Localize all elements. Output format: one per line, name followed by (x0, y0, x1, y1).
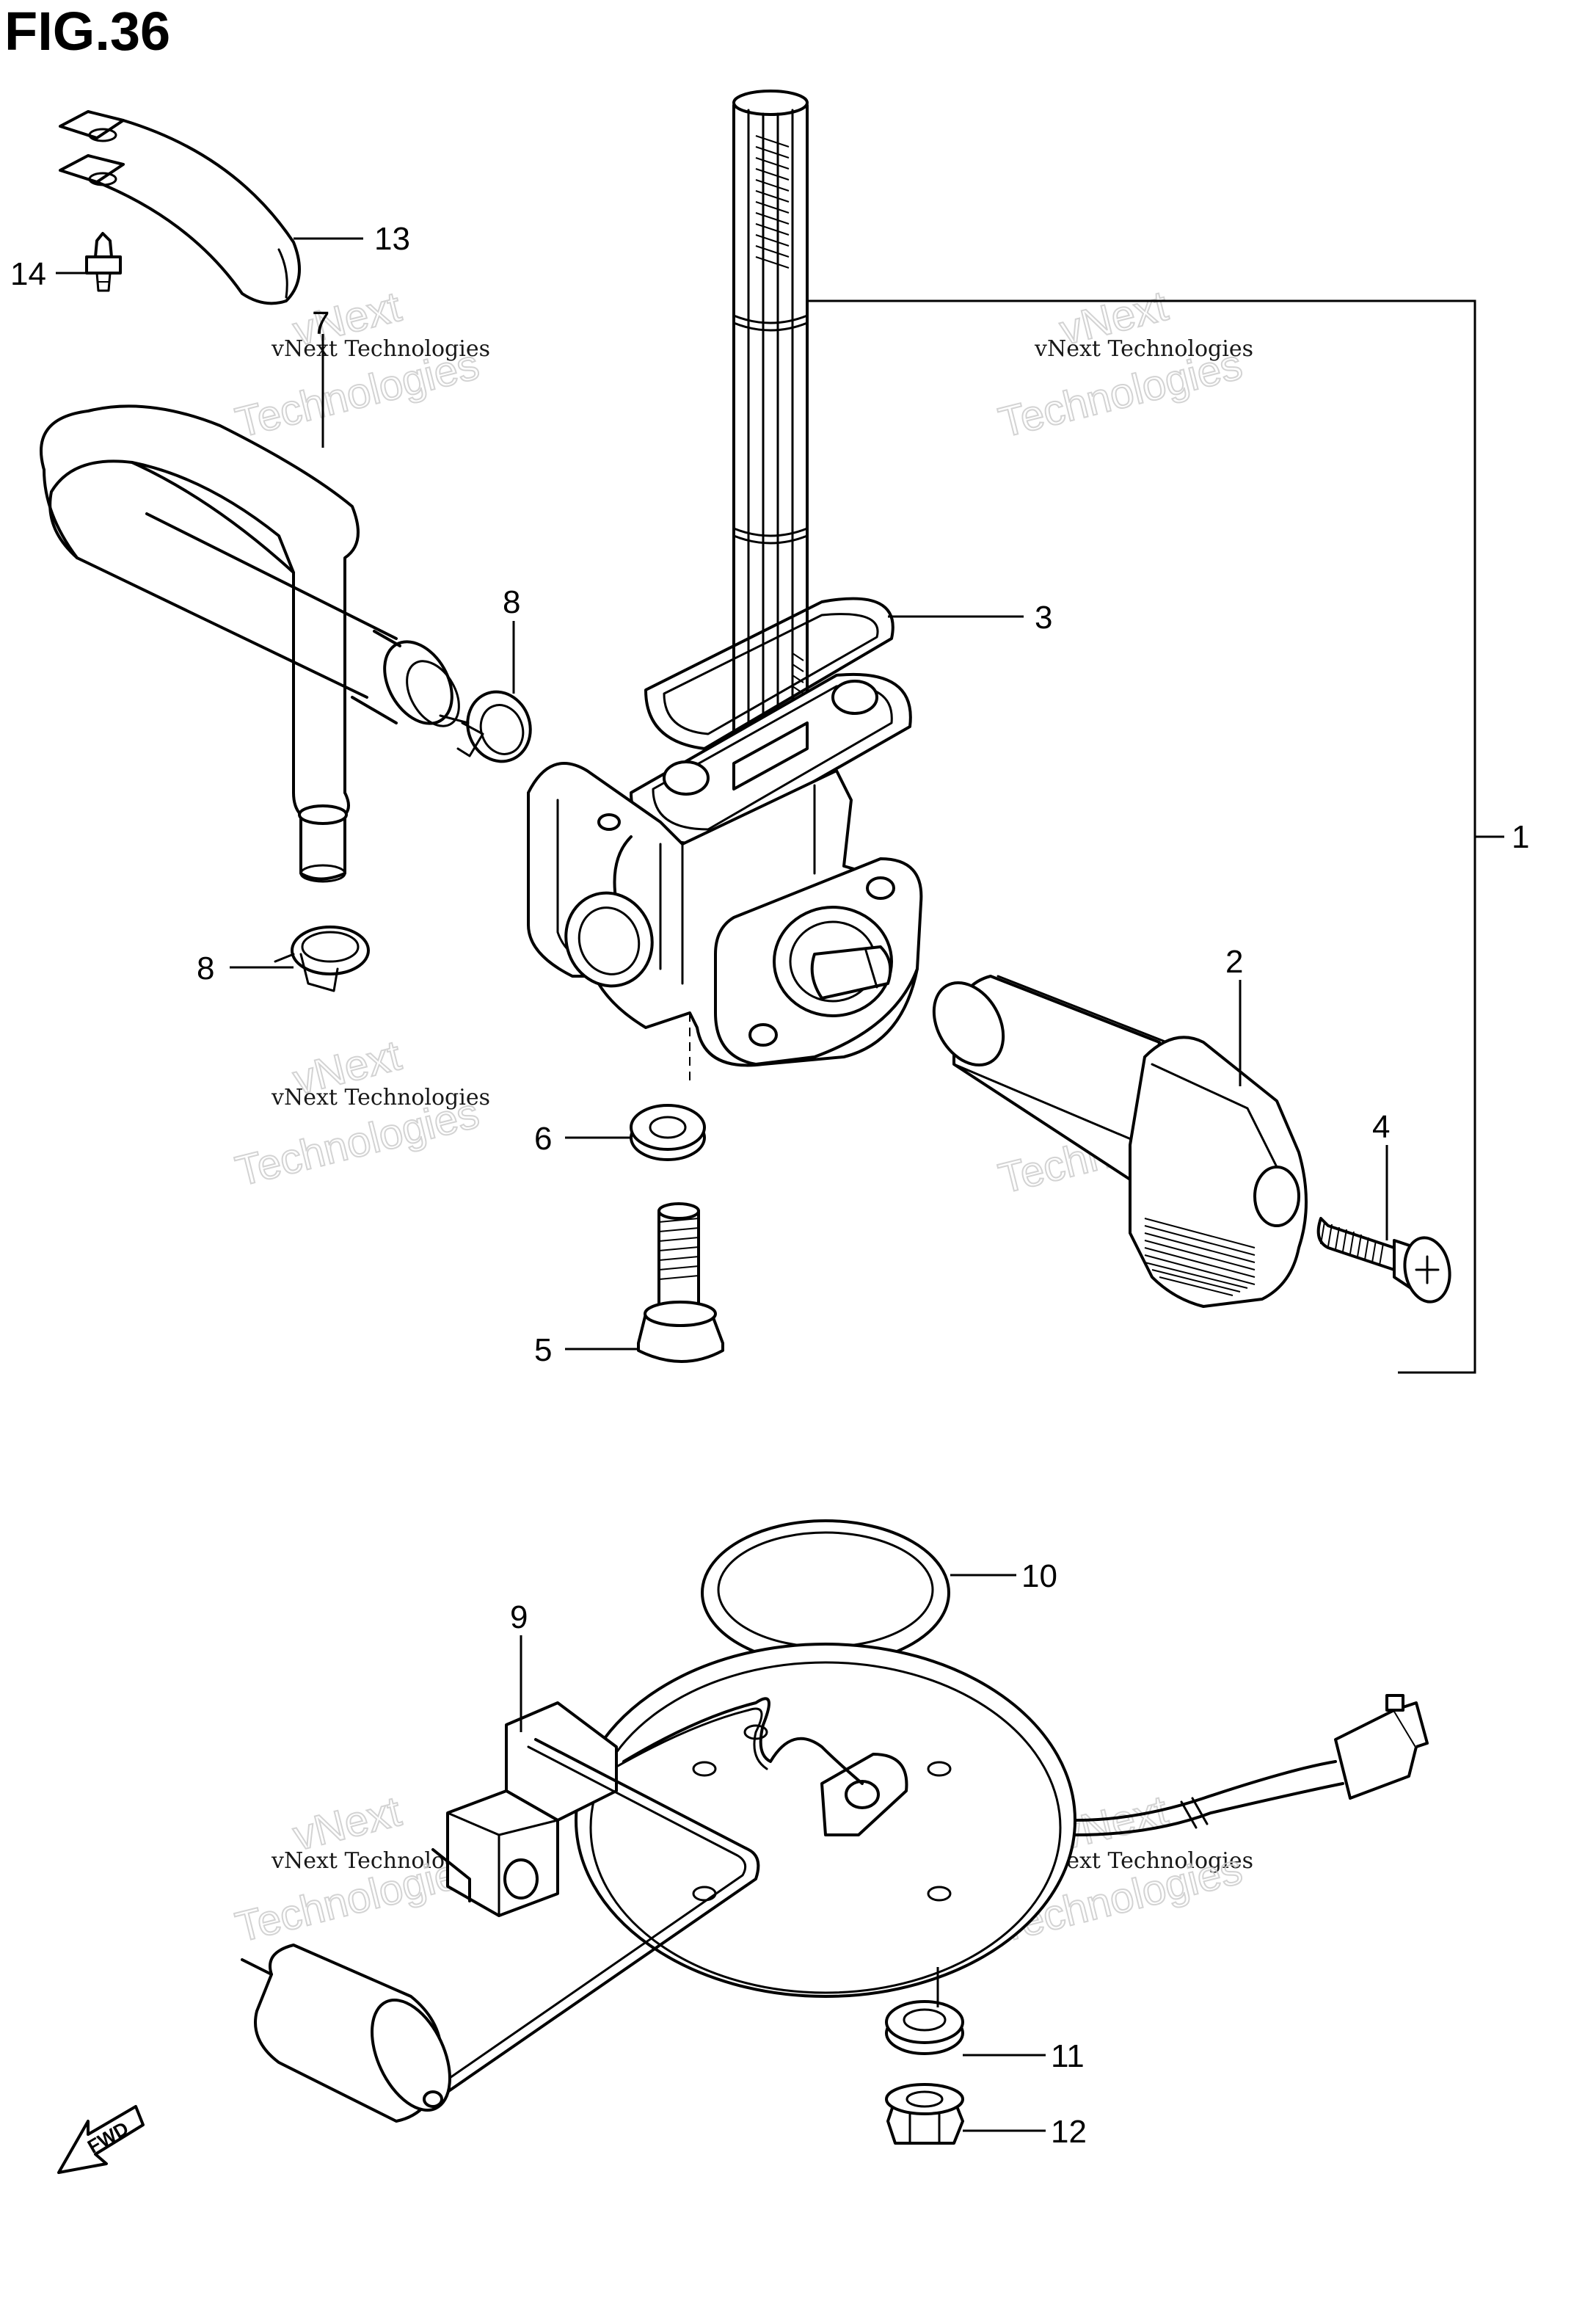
callout-2: 2 (1225, 944, 1243, 980)
figure-title: FIG.36 (4, 1, 170, 62)
svg-text:vNext Technologies: vNext Technologies (271, 336, 490, 362)
svg-text:vNext Technologies: vNext Technologies (1034, 336, 1253, 362)
fwd-arrow-icon: FWD (57, 2105, 145, 2174)
part-fuel-hose (40, 404, 460, 883)
part-lower-washer (885, 2000, 964, 2055)
part-push-rivet (85, 232, 122, 292)
watermark-3: vNext vNext Technologies Technologies (230, 1030, 490, 1196)
part-washer (630, 1104, 706, 1161)
callout-8-lower: 8 (197, 950, 214, 986)
leader-lines (56, 237, 1504, 2132)
part-bolt (637, 1202, 724, 1363)
callout-3: 3 (1035, 600, 1052, 636)
callout-13: 13 (374, 221, 410, 257)
part-strap (59, 110, 301, 305)
callout-1: 1 (1512, 819, 1529, 855)
callout-8-upper: 8 (503, 584, 520, 620)
callout-10: 10 (1021, 1558, 1057, 1594)
part-fuel-cock (527, 90, 923, 1086)
part-hose-clamp-lower (274, 926, 370, 992)
svg-text:vNext Technologies: vNext Technologies (271, 1085, 490, 1110)
part-flange-nut (885, 2083, 964, 2145)
part-fuel-level-gauge (241, 1643, 1429, 2123)
callout-labels: 13 14 7 8 3 1 2 4 6 5 8 10 9 11 12 (10, 221, 1529, 2150)
part-hose-clamp-upper (439, 690, 532, 763)
part-screw (1316, 1217, 1451, 1304)
callout-6: 6 (534, 1121, 552, 1157)
callout-12: 12 (1051, 2114, 1087, 2150)
callout-14: 14 (10, 256, 46, 292)
callout-9: 9 (510, 1599, 528, 1635)
callout-11: 11 (1051, 2038, 1085, 2074)
watermark-1: vNext vNext Technologies Technologies (230, 282, 490, 448)
watermark-2: vNext vNext Technologies Technologies (994, 281, 1253, 448)
part-lever (932, 975, 1308, 1308)
callout-5: 5 (534, 1332, 552, 1368)
callout-4: 4 (1372, 1109, 1390, 1145)
callout-7: 7 (312, 305, 329, 341)
